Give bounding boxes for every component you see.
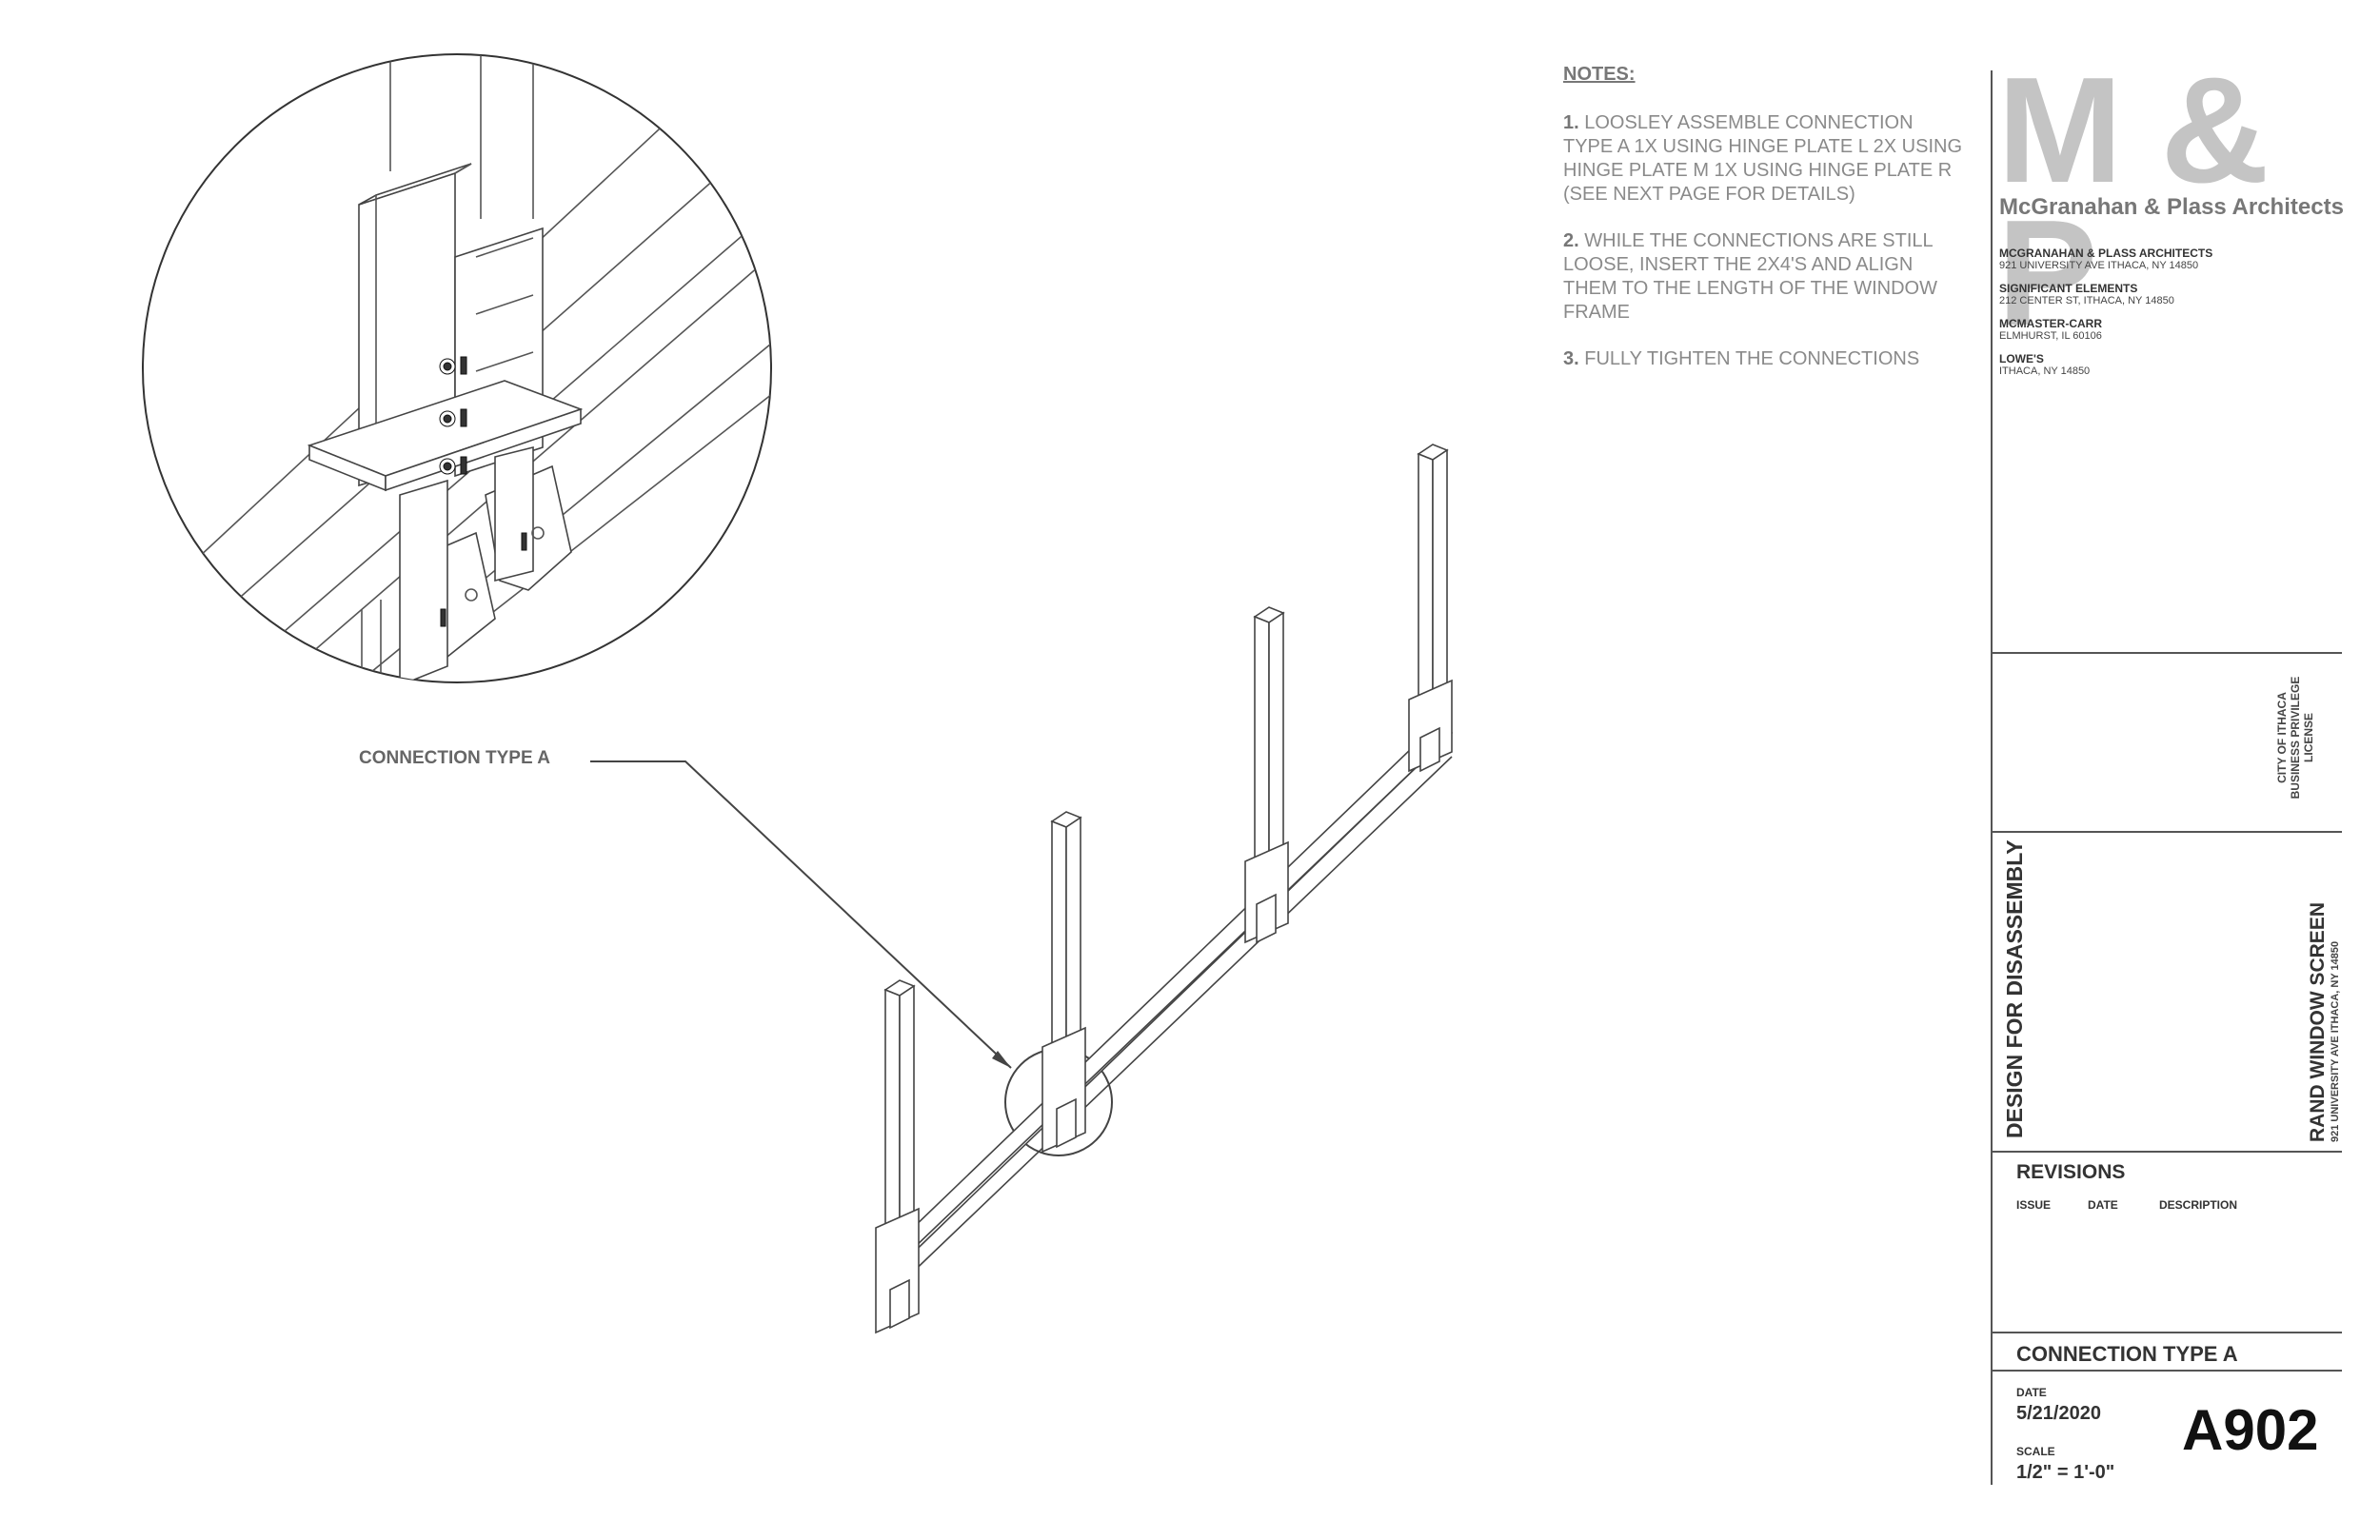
note-text: FULLY TIGHTEN THE CONNECTIONS (1584, 348, 1920, 369)
scale-label: SCALE (2016, 1445, 2055, 1458)
consultant-address: 212 CENTER ST, ITHACA, NY 14850 (1999, 295, 2174, 306)
project-name: RAND WINDOW SCREEN (2307, 902, 2329, 1142)
leader-arrowhead (992, 1051, 1011, 1068)
detail-circle (142, 53, 772, 683)
revision-column-issue: ISSUE (2016, 1198, 2052, 1212)
date-label: DATE (2016, 1386, 2047, 1399)
consultant-name: SIGNIFICANT ELEMENTS (1999, 282, 2138, 295)
note-text: LOOSLEY ASSEMBLE CONNECTION TYPE A 1X US… (1563, 112, 1963, 205)
note-number: 2. (1563, 230, 1579, 251)
consultant-address: ELMHURST, IL 60106 (1999, 330, 2102, 342)
license-line: LICENSE (2302, 713, 2315, 763)
project-title: DESIGN FOR DISASSEMBLY (2002, 839, 2027, 1138)
notes-heading: NOTES: (1563, 64, 1636, 85)
notes-panel: NOTES: 1. LOOSLEY ASSEMBLE CONNECTION TY… (1563, 63, 1963, 394)
note-number: 1. (1563, 112, 1579, 133)
window-screen-frame (875, 444, 1454, 1334)
revisions-heading: REVISIONS (2016, 1161, 2126, 1183)
firm-logo: M & P (1997, 47, 2270, 357)
sheet-number: A902 (2182, 1398, 2319, 1462)
consultant-entry: SIGNIFICANT ELEMENTS 212 CENTER ST, ITHA… (1999, 282, 2342, 307)
consultant-list: MCGRANAHAN & PLASS ARCHITECTS 921 UNIVER… (1999, 247, 2342, 387)
consultant-entry: LOWE'S ITHACA, NY 14850 (1999, 352, 2342, 378)
revision-column-date: DATE (2088, 1198, 2118, 1212)
consultant-entry: MCGRANAHAN & PLASS ARCHITECTS 921 UNIVER… (1999, 247, 2342, 272)
note-number: 3. (1563, 348, 1579, 369)
project-address: 921 UNIVERSITY AVE ITHACA, NY 14850 (2330, 940, 2341, 1142)
consultant-address: ITHACA, NY 14850 (1999, 365, 2091, 377)
firm-name: McGranahan & Plass Architects (1999, 194, 2344, 220)
date-value: 5/21/2020 (2016, 1403, 2101, 1424)
revision-column-description: DESCRIPTION (2159, 1198, 2238, 1212)
license-stamp: CITY OF ITHACA BUSINESS PRIVILEGE LICENS… (2275, 666, 2315, 809)
scale-value: 1/2" = 1'-0" (2016, 1462, 2115, 1483)
consultant-name: LOWE'S (1999, 352, 2044, 365)
title-block-rules (1991, 70, 2342, 1485)
license-line: BUSINESS PRIVILEGE (2289, 676, 2302, 800)
consultant-entry: MCMASTER-CARR ELMHURST, IL 60106 (1999, 317, 2342, 343)
note-text: WHILE THE CONNECTIONS ARE STILL LOOSE, I… (1563, 230, 1937, 323)
sheet-title: CONNECTION TYPE A (2016, 1342, 2238, 1366)
consultant-name: MCMASTER-CARR (1999, 317, 2102, 330)
license-line: CITY OF ITHACA (2275, 692, 2289, 783)
note-item: 1. LOOSLEY ASSEMBLE CONNECTION TYPE A 1X… (1563, 111, 1963, 207)
note-item: 2. WHILE THE CONNECTIONS ARE STILL LOOSE… (1563, 229, 1963, 325)
callout-label: CONNECTION TYPE A (359, 748, 550, 768)
callout-leader (590, 760, 1012, 1069)
note-item: 3. FULLY TIGHTEN THE CONNECTIONS (1563, 347, 1963, 371)
consultant-address: 921 UNIVERSITY AVE ITHACA, NY 14850 (1999, 260, 2199, 271)
consultant-name: MCGRANAHAN & PLASS ARCHITECTS (1999, 247, 2213, 260)
